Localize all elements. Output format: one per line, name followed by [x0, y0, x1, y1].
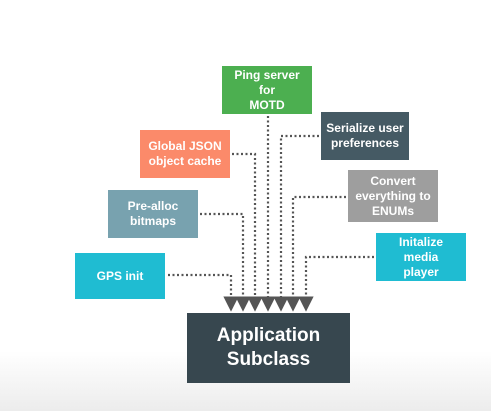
node-serialize-preferences: Serialize user preferences: [321, 112, 409, 160]
edge-media-to-app: [298, 255, 374, 312]
edge-gps-to-app: [168, 273, 239, 312]
node-application-subclass: Application Subclass: [187, 313, 350, 383]
node-initialize-media-player: Initalize media player: [376, 233, 466, 281]
node-prealloc-bitmaps: Pre-alloc bitmaps: [108, 190, 198, 238]
node-ping-server: Ping server for MOTD: [222, 66, 312, 114]
edge-json-to-app: [232, 152, 263, 312]
edge-serial-to-app: [273, 134, 319, 312]
edge-enums-to-app: [285, 195, 346, 312]
edge-bitmaps-to-app: [200, 212, 251, 312]
node-global-json-cache: Global JSON object cache: [140, 130, 230, 178]
node-convert-enums: Convert everything to ENUMs: [348, 170, 438, 222]
node-gps-init: GPS init: [75, 253, 165, 299]
